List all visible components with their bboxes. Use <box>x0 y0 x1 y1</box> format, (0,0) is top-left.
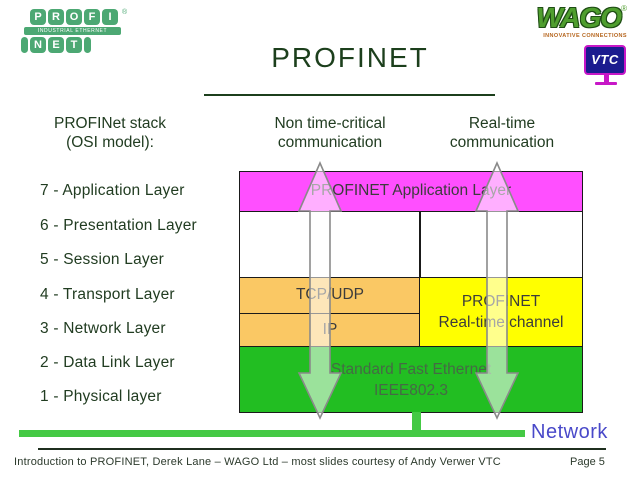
logo-tile: N <box>30 37 46 53</box>
profinet-logo: P R O F I ® INDUSTRIAL ETHERNET N E T <box>18 9 138 53</box>
page-number: Page 5 <box>570 456 605 468</box>
osi-layer-5: 5 - Session Layer <box>40 251 165 268</box>
realtime-channel-box: PROFINET Real-time channel <box>419 277 583 347</box>
osi-stack-heading: PROFINet stack (OSI model): <box>20 114 200 152</box>
logo-tile: T <box>66 37 82 53</box>
logo-tile: O <box>66 9 82 25</box>
tcp-udp-box: TCP/UDP <box>239 277 421 314</box>
osi-stack-heading-line1: PROFINet stack <box>54 115 166 132</box>
ip-box: IP <box>239 313 421 347</box>
osi-layer-2: 2 - Data Link Layer <box>40 354 175 371</box>
registered-mark: ® <box>122 9 128 16</box>
header-line: communication <box>449 134 555 151</box>
ethernet-line1: Standard Fast Ethernet <box>330 360 492 378</box>
logo-tile: E <box>48 37 64 53</box>
logo-tile: P <box>30 9 46 25</box>
vtc-monitor-base <box>595 82 617 85</box>
logo-tile: R <box>48 9 64 25</box>
footer-divider <box>38 448 606 450</box>
vtc-logo: VTC <box>584 45 628 85</box>
page-title: PROFINET <box>271 42 429 73</box>
middle-layers-box <box>239 211 583 278</box>
network-label: Network <box>531 421 608 443</box>
wago-wordmark: WAGO <box>536 2 622 33</box>
logo-tile-partial <box>21 37 28 53</box>
registered-mark: ® <box>621 4 627 13</box>
logo-tile: F <box>84 9 100 25</box>
network-bus-line <box>19 430 525 437</box>
logo-tile: I <box>102 9 118 25</box>
osi-layer-1: 1 - Physical layer <box>40 388 162 405</box>
profinet-logo-row1: P R O F I ® <box>30 9 138 25</box>
header-line: Real-time <box>468 115 536 132</box>
non-time-critical-header: Non time-critical communication <box>239 114 421 152</box>
osi-layer-7: 7 - Application Layer <box>40 182 185 199</box>
osi-layer-4: 4 - Transport Layer <box>40 286 175 303</box>
footer-text: Introduction to PROFINET, Derek Lane – W… <box>14 456 501 468</box>
vtc-monitor-stand <box>603 75 609 82</box>
real-time-header: Real-time communication <box>421 114 583 152</box>
osi-stack-heading-line2: (OSI model): <box>66 134 154 151</box>
osi-layer-6: 6 - Presentation Layer <box>40 217 197 234</box>
ethernet-line2: IEEE802.3 <box>373 381 449 399</box>
vtc-monitor-icon: VTC <box>584 45 626 75</box>
logo-tile-partial <box>84 37 91 53</box>
industrial-ethernet-banner: INDUSTRIAL ETHERNET <box>24 27 121 35</box>
title-underline <box>204 94 495 96</box>
middle-column-divider <box>419 211 421 278</box>
wago-logo: WAGO® INNOVATIVE CONNECTIONS <box>519 2 627 40</box>
application-layer-box: PROFINET Application Layer <box>239 171 583 212</box>
header-line: communication <box>277 134 383 151</box>
realtime-channel-line1: PROFINET <box>461 293 541 310</box>
profinet-logo-row2: N E T <box>21 37 138 53</box>
ethernet-box: Standard Fast Ethernet IEEE802.3 <box>239 346 583 413</box>
osi-layer-3: 3 - Network Layer <box>40 320 166 337</box>
network-stub-connector <box>412 412 421 431</box>
realtime-channel-line2: Real-time channel <box>438 314 564 331</box>
header-line: Non time-critical <box>274 115 386 132</box>
wago-tagline: INNOVATIVE CONNECTIONS <box>543 33 627 39</box>
